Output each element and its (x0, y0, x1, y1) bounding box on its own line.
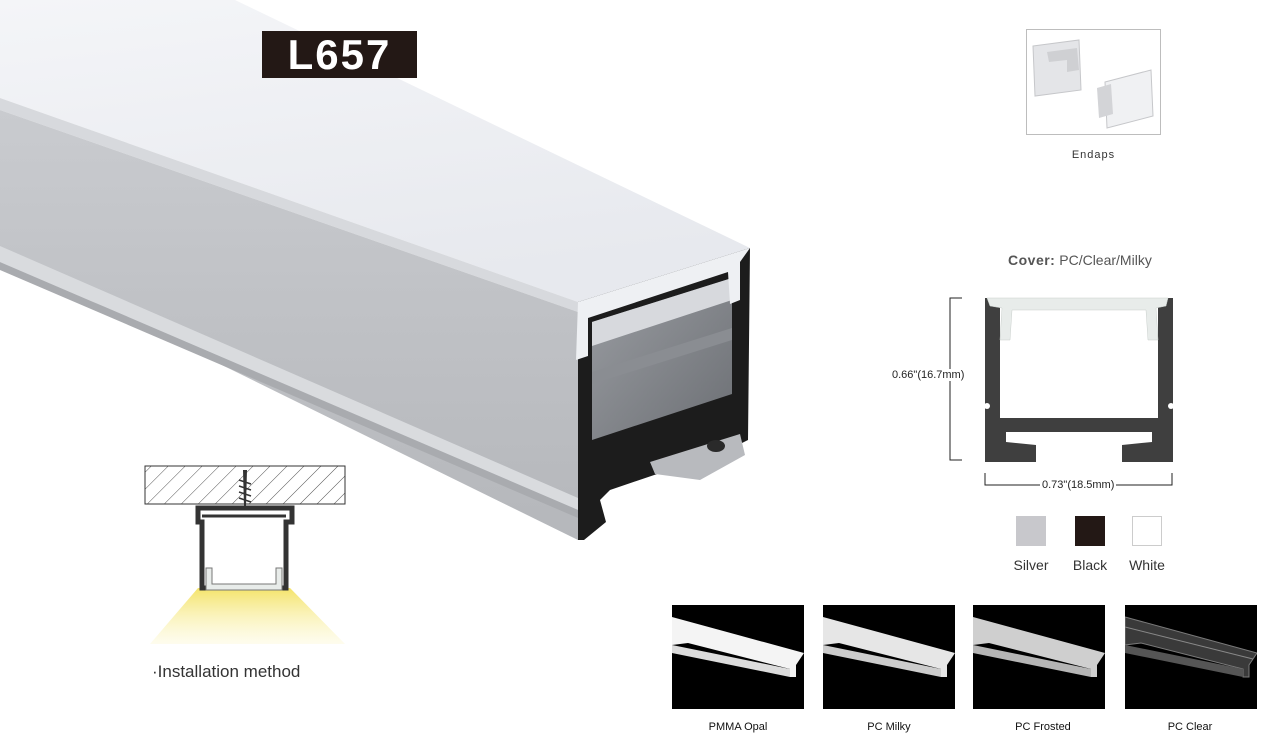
endcaps-label: Endaps (1071, 149, 1116, 161)
installation-label: ·Installation method (152, 662, 301, 681)
model-name: L657 (287, 30, 392, 78)
cover-image-pc-frosted (973, 605, 1105, 709)
profile-3d-render (0, 0, 750, 540)
cover-label-pc-frosted: PC Frosted (1015, 721, 1071, 733)
cover-key: Cover: (1008, 252, 1056, 268)
cover-label-pc-clear: PC Clear (1167, 721, 1213, 733)
swatch-label-white: White (1129, 557, 1165, 573)
swatch-black (1075, 516, 1105, 546)
swatch-white (1132, 516, 1162, 546)
height-dimension: 0.66"(16.7mm) (892, 369, 965, 381)
width-dimension: 0.73"(18.5mm) (1040, 479, 1117, 491)
swatch-silver (1016, 516, 1046, 546)
cover-spec: Cover: PC/Clear/Milky (1008, 252, 1152, 268)
endcaps-image (1032, 39, 1154, 129)
cover-value: PC/Clear/Milky (1059, 252, 1152, 268)
cover-label-pmma-opal: PMMA Opal (708, 721, 768, 733)
cover-image-pmma-opal (672, 605, 804, 709)
cover-image-pc-milky (823, 605, 955, 709)
endcaps-image-frame (1026, 29, 1161, 135)
cover-label-pc-milky: PC Milky (867, 721, 911, 733)
installation-diagram (144, 465, 346, 644)
cover-image-pc-clear (1125, 605, 1257, 709)
model-badge: L657 (262, 31, 417, 78)
cross-section-drawing (949, 297, 1174, 486)
swatch-label-silver: Silver (1013, 557, 1049, 573)
swatch-label-black: Black (1072, 557, 1108, 573)
